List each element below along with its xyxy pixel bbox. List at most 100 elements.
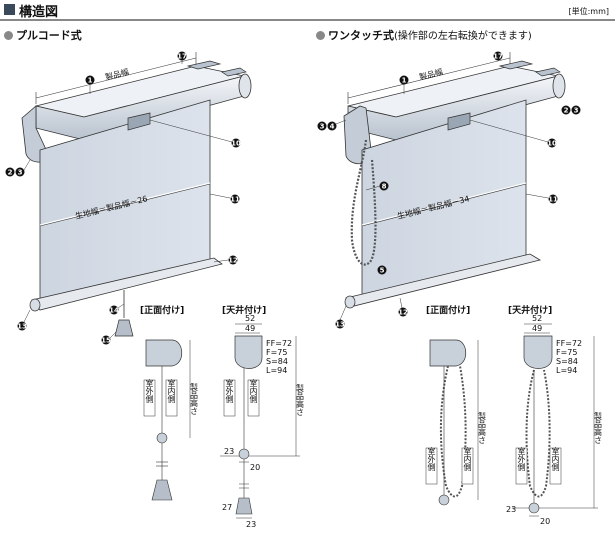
ot-marker-17: 17 (493, 51, 503, 61)
ot-front-mount-detail: [正面付け] 室外側 室内側 製品高さ (425, 304, 487, 506)
dim-ff: FF=72 (266, 339, 292, 348)
one-touch-assembly: 製品幅 生地幅＝製品幅－34 1 17 2 3 3 4 8 5 10 11 12… (317, 51, 581, 329)
svg-text:3: 3 (18, 169, 23, 177)
ot-roller-window (447, 112, 471, 131)
svg-text:11: 11 (230, 196, 240, 204)
indoor-side-label: 室内側 (167, 378, 176, 403)
ot-ceiling-mount-detail: [天井付け] 52 49 FF=72 F=75 S=84 L=94 室外側 室内… (506, 304, 603, 526)
svg-text:11: 11 (548, 196, 558, 204)
ceiling-indoor-label: 室内側 (249, 378, 258, 403)
ot-marker-2: 2 (561, 105, 571, 115)
dim-l: L=94 (266, 366, 287, 375)
roller-window (127, 112, 151, 131)
section-one-touch-title: ワンタッチ式 (328, 29, 394, 42)
dim-20: 20 (250, 463, 260, 472)
ot-ceiling-mount-head (523, 335, 553, 369)
ot-front-mount-label: [正面付け] (426, 304, 470, 316)
pull-cord-assembly: 製品幅 生地幅＝製品幅－26 1 17 2 3 10 11 12 13 14 1… (5, 51, 252, 345)
ot-fabric-highlight (361, 182, 527, 226)
marker-15: 15 (101, 331, 117, 345)
ot-dim-l: L=94 (556, 366, 577, 375)
section-one-touch-note: (操作部の左右転換ができます) (394, 31, 532, 42)
ot-marker-3-left: 3 (317, 121, 327, 131)
svg-text:13: 13 (335, 321, 345, 329)
bracket-right (186, 60, 222, 70)
svg-text:1: 1 (402, 77, 407, 85)
ot-ceiling-mount-label: [天井付け] (508, 304, 552, 316)
section-one-touch-heading: ワンタッチ式(操作部の左右転換ができます) (316, 27, 532, 43)
dim-52: 52 (245, 314, 255, 323)
dim-f: F=75 (266, 348, 287, 357)
front-mount-head (145, 339, 183, 367)
svg-text:10: 10 (231, 140, 241, 148)
ot-ceiling-indoor-label: 室内側 (551, 446, 560, 471)
title-square-icon (4, 4, 15, 15)
bottom-bar-cap (29, 298, 41, 312)
svg-text:2: 2 (8, 169, 13, 177)
front-mount-bar-end (156, 432, 168, 444)
marker-14: 14 (109, 303, 125, 315)
svg-text:4: 4 (330, 123, 335, 131)
ot-marker-10: 10 (469, 119, 557, 148)
ceiling-outdoor-label: 室外側 (225, 378, 234, 403)
ceiling-mount-head (234, 335, 263, 369)
product-width-label: 製品幅 (104, 66, 130, 82)
pull-ceiling-mount-detail: [天井付け] 52 49 FF=72 F=75 S=84 L=94 室外側 室内… (220, 304, 305, 529)
marker-10: 10 (149, 119, 241, 148)
ot-fabric-width-line (361, 183, 527, 227)
ot-dim-20: 20 (540, 517, 550, 526)
svg-text:12: 12 (228, 257, 238, 265)
svg-text:1: 1 (88, 77, 93, 85)
ot-front-mount-head (429, 339, 467, 367)
svg-text:15: 15 (101, 337, 111, 345)
dim-s: S=84 (266, 357, 288, 366)
ot-ceiling-bar-end (528, 502, 540, 514)
section-pull-cord-title: プルコード式 (16, 29, 82, 42)
svg-text:12: 12 (398, 309, 408, 317)
ceiling-height-label: 製品高さ (296, 383, 305, 416)
ot-marker-11: 11 (525, 193, 558, 204)
indoor-box (165, 379, 178, 417)
unit-label: [単位:mm] (568, 7, 609, 16)
svg-text:3: 3 (320, 123, 325, 131)
ot-marker-4: 4 (327, 119, 347, 131)
ot-dim-49: 49 (532, 324, 542, 333)
bullet-icon (4, 31, 13, 40)
ot-dim-52: 52 (532, 314, 542, 323)
bullet-icon (316, 31, 325, 40)
marker-13: 13 (17, 309, 31, 331)
svg-text:5: 5 (380, 267, 385, 275)
pull-tassel (114, 319, 134, 337)
svg-text:14: 14 (109, 307, 119, 315)
ot-ceiling-height-label: 製品高さ (594, 411, 603, 444)
ot-bottom-bar-cap (344, 295, 356, 309)
pull-front-mount-detail: [正面付け] 室外側 室内側 製品高さ (140, 304, 199, 501)
width-dimension-line (35, 57, 197, 99)
svg-text:17: 17 (177, 53, 187, 61)
ot-front-bar-end (438, 494, 450, 506)
front-mount-tassel (151, 479, 173, 501)
dim-49: 49 (245, 324, 255, 333)
ot-bracket-rear (535, 67, 561, 77)
ot-marker-13: 13 (335, 305, 347, 329)
ot-front-bead-chain (439, 365, 467, 498)
ot-width-dimension-line (347, 57, 511, 99)
ot-marker-5: 5 (377, 265, 387, 275)
ot-front-indoor-label: 室内側 (463, 446, 472, 471)
ot-marker-8: 8 (365, 181, 389, 191)
dim-27: 27 (222, 503, 232, 512)
marker-1: 1 (85, 75, 95, 94)
marker-12: 12 (213, 255, 238, 265)
marker-3: 3 (15, 159, 31, 177)
ot-product-width-label: 製品幅 (418, 66, 444, 82)
ot-front-height-label: 製品高さ (478, 411, 487, 444)
ot-marker-1: 1 (399, 75, 409, 94)
section-pull-cord-heading: プルコード式 (4, 27, 82, 43)
dim-23-top: 23 (224, 447, 234, 456)
ot-ceiling-outdoor-label: 室外側 (517, 446, 526, 471)
end-cap-right (238, 73, 252, 99)
ot-dim-23: 23 (506, 505, 516, 514)
front-mount-height-label: 製品高さ (190, 382, 199, 415)
outdoor-box (143, 379, 156, 417)
